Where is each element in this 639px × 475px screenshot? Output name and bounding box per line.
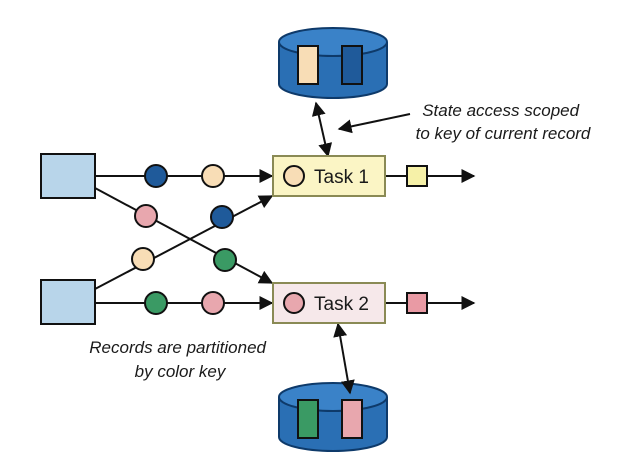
source-box-bottom (40, 279, 96, 325)
task-2-record-pink (283, 292, 305, 314)
edge-task1-state (311, 101, 333, 158)
source-box-top (40, 153, 96, 199)
task-2: Task 2 (272, 282, 386, 324)
record-peach-cross (131, 247, 155, 271)
state-entry-dark-blue (341, 45, 363, 85)
state-store-top (278, 27, 388, 99)
output-yellow (406, 165, 428, 187)
annotation-partitioned: Records are partitioned by color key (89, 338, 270, 381)
edge-task2-state (333, 322, 355, 395)
record-dark-blue-cross (210, 205, 234, 229)
state-entry-pink (341, 399, 363, 439)
task-1: Task 1 (272, 155, 386, 197)
state-entry-peach (297, 45, 319, 85)
record-pink-bottom (201, 291, 225, 315)
flow-lines (94, 101, 476, 395)
record-dark-blue-top (144, 164, 168, 188)
record-peach-top (201, 164, 225, 188)
annotation-state-access-line2: to key of current record (416, 124, 591, 143)
annotation-state-access: State access scoped to key of current re… (416, 101, 591, 143)
task-2-label: Task 2 (314, 294, 369, 315)
state-entry-green (297, 399, 319, 439)
state-store-bottom-lid (278, 382, 388, 412)
record-pink-cross (134, 204, 158, 228)
task-1-label: Task 1 (314, 167, 369, 188)
annotation-state-access-line1: State access scoped (422, 101, 579, 120)
state-store-bottom (278, 382, 388, 452)
annotation-partitioned-line2: by color key (135, 362, 227, 381)
task-1-record-peach (283, 165, 305, 187)
annotation-partitioned-line1: Records are partitioned (89, 338, 266, 357)
edge-source1-task2 (94, 187, 274, 284)
output-pink (406, 292, 428, 314)
record-green-bottom (144, 291, 168, 315)
edge-source2-task1 (94, 195, 274, 290)
record-green-cross (213, 248, 237, 272)
state-store-top-lid (278, 27, 388, 57)
annotation-pointer (337, 113, 411, 134)
